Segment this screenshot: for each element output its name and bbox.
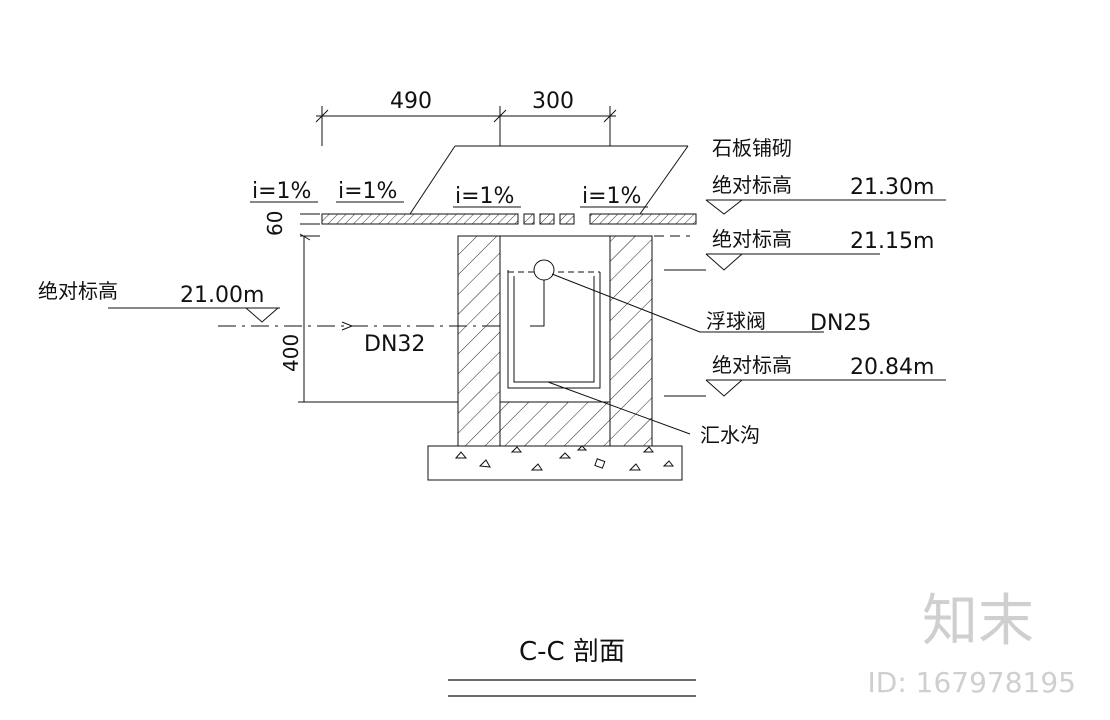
paving-label: 石板铺砌 (712, 136, 792, 160)
elev-3-label: 绝对标高 (712, 353, 792, 377)
float-valve-label: 浮球阀 (706, 309, 766, 333)
concrete-aggregate (454, 445, 675, 471)
inlet-pipe-label: DN32 (364, 332, 425, 357)
slope-label-1: i=1% (252, 179, 311, 204)
watermark-brand: 知末 (922, 589, 1034, 654)
float-valve-pipe (530, 280, 545, 327)
dim-60: 60 (263, 211, 287, 236)
paving-slab (321, 213, 697, 225)
dim-400: 400 (279, 334, 303, 372)
elev-3-value: 20.84m (850, 355, 934, 380)
elev-2-value: 21.15m (850, 229, 934, 254)
float-valve-leader (551, 273, 701, 333)
flow-arrow-icon (341, 321, 354, 331)
concrete-base (427, 445, 683, 481)
watermark-id: ID: 167978195 (868, 666, 1076, 699)
channel-label: 汇水沟 (700, 423, 760, 447)
paving-leader (409, 145, 689, 215)
elev-left-label: 绝对标高 (38, 279, 118, 303)
slope-label-4: i=1% (582, 184, 641, 209)
float-ball-icon (533, 259, 555, 281)
elev-left-marker (245, 307, 279, 323)
elevation-3: 绝对标高 20.84m (664, 353, 946, 397)
slope-label-3: i=1% (455, 184, 514, 209)
elevation-2: 绝对标高 21.15m (664, 227, 934, 271)
slope-label-2: i=1% (338, 179, 397, 204)
bottom-wall (499, 401, 611, 447)
elev-left-value: 21.00m (180, 283, 264, 308)
left-dimension (298, 213, 458, 403)
elev-1-label: 绝对标高 (712, 173, 792, 197)
top-dimension (315, 106, 617, 146)
elev-2-label: 绝对标高 (712, 227, 792, 251)
elev-1-value: 21.30m (850, 175, 934, 200)
elevation-1: 绝对标高 21.30m (705, 173, 946, 215)
channel-leader (547, 381, 691, 435)
collection-channel (507, 270, 601, 389)
pit-outline (499, 235, 611, 403)
section-title: C-C 剖面 (519, 637, 625, 667)
float-valve-size: DN25 (810, 311, 871, 336)
dim-300: 300 (532, 89, 574, 114)
dim-490: 490 (390, 89, 432, 114)
left-wall (457, 235, 501, 447)
right-wall (609, 235, 653, 447)
